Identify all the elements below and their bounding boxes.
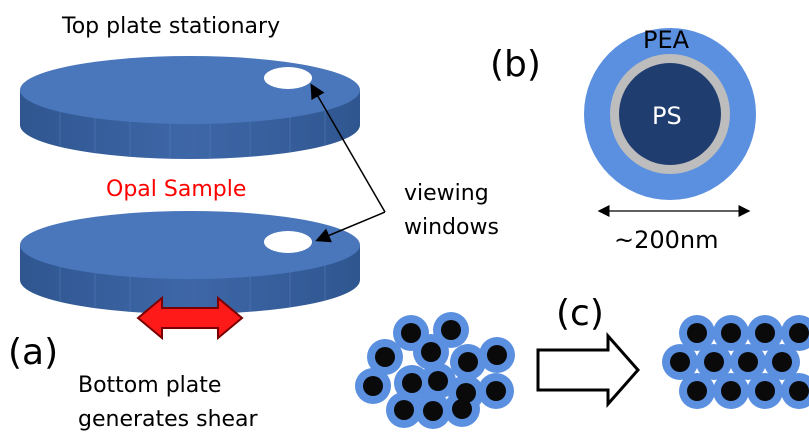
- disordered-cluster: [355, 312, 515, 429]
- size-label: ~200nm: [614, 226, 719, 254]
- shear-arrow: [136, 295, 244, 341]
- bottom-plate-label-line2: generates shear: [78, 407, 259, 432]
- bottom-viewing-window: [264, 231, 312, 253]
- pea-label: PEA: [643, 26, 690, 54]
- panel-b-label: (b): [490, 44, 541, 85]
- top-plate-surface: [20, 56, 360, 124]
- transition-arrow: [536, 332, 641, 408]
- viewing-label-line2: windows: [404, 215, 499, 240]
- panel-c-label: (c): [556, 293, 604, 334]
- bottom-plate: [20, 211, 360, 314]
- ps-label: PS: [652, 102, 682, 130]
- viewing-label-line1: viewing: [404, 181, 489, 206]
- particle-diagram: [584, 28, 756, 200]
- bottom-plate-label-line1: Bottom plate: [78, 373, 221, 398]
- ps-core: [619, 63, 721, 165]
- window-arrow-bottom: [315, 211, 386, 243]
- bottom-plate-surface: [20, 211, 360, 279]
- ordered-cluster: [662, 315, 809, 409]
- top-plate-label: Top plate stationary: [61, 14, 280, 39]
- top-plate: [20, 56, 360, 159]
- panel-a-label: (a): [8, 332, 58, 373]
- window-arrow-top: [310, 83, 386, 213]
- top-viewing-window: [264, 67, 312, 89]
- opal-sample-label: Opal Sample: [106, 177, 246, 202]
